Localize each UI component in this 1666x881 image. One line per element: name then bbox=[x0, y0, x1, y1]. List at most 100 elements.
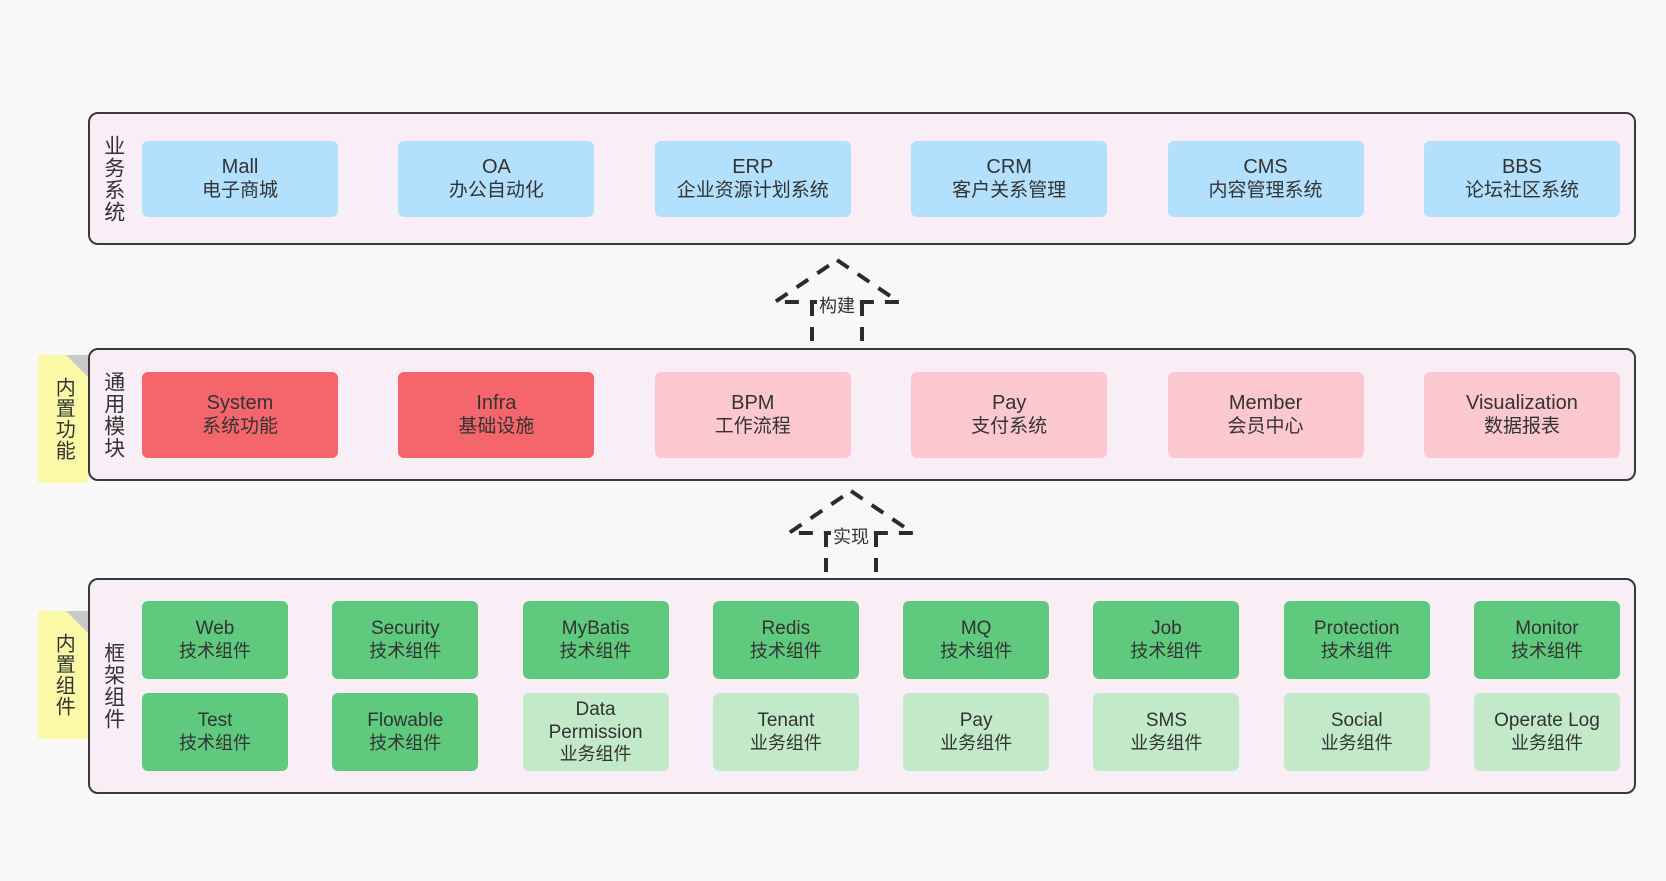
card-title-en: Job bbox=[1151, 618, 1182, 640]
card-title-en: Mall bbox=[221, 155, 259, 178]
card-tenant[interactable]: Tenant 业务组件 bbox=[712, 693, 859, 771]
card-cms[interactable]: CMS 内容管理系统 bbox=[1167, 140, 1364, 217]
card-title-en: Test bbox=[197, 710, 233, 732]
card-title-cn: 论坛社区系统 bbox=[1464, 180, 1579, 202]
card-mq[interactable]: MQ 技术组件 bbox=[903, 601, 1050, 679]
card-title-cn: 电子商城 bbox=[201, 180, 278, 202]
layer-body-framework: Web 技术组件 Security 技术组件 MyBatis 技术组件 Redi… bbox=[136, 580, 1634, 792]
layer-body-business: Mall 电子商城 OA 办公自动化 ERP 企业资源计划系统 CRM 客户关系… bbox=[136, 114, 1634, 243]
card-row-business: Mall 电子商城 OA 办公自动化 ERP 企业资源计划系统 CRM 客户关系… bbox=[142, 140, 1620, 217]
card-title-cn: 客户关系管理 bbox=[952, 180, 1067, 202]
card-title-en: BPM bbox=[731, 391, 775, 414]
card-pay[interactable]: Pay 支付系统 bbox=[911, 371, 1108, 458]
card-system[interactable]: System 系统功能 bbox=[142, 371, 338, 458]
card-title-cn: 业务组件 bbox=[940, 732, 1013, 753]
card-row-business-components: Test 技术组件 Flowable 技术组件 Data Permission … bbox=[142, 693, 1620, 771]
card-title-cn: 技术组件 bbox=[1510, 640, 1583, 661]
card-mybatis[interactable]: MyBatis 技术组件 bbox=[522, 601, 669, 679]
card-title-cn: 业务组件 bbox=[559, 744, 632, 765]
sticky-fold-icon bbox=[66, 611, 88, 633]
card-bpm[interactable]: BPM 工作流程 bbox=[654, 371, 851, 458]
card-title-cn: 支付系统 bbox=[971, 416, 1048, 438]
card-title-cn: 业务组件 bbox=[1320, 732, 1393, 753]
card-title-en: Pay bbox=[959, 710, 993, 732]
card-title-en: MyBatis bbox=[561, 618, 630, 640]
layer-label-framework: 框架组件 bbox=[101, 642, 125, 730]
sticky-note-builtin-components: 内置组件 bbox=[38, 611, 88, 739]
layer-label-business: 业务系统 bbox=[101, 134, 125, 223]
card-title-en: Social bbox=[1330, 710, 1383, 732]
card-title-cn: 业务组件 bbox=[1130, 732, 1203, 753]
card-pay-business[interactable]: Pay 业务组件 bbox=[903, 693, 1050, 771]
card-title-en: Flowable bbox=[367, 710, 444, 732]
card-job[interactable]: Job 技术组件 bbox=[1093, 601, 1240, 679]
card-title-cn: 技术组件 bbox=[369, 640, 442, 661]
card-row-modules: System 系统功能 Infra 基础设施 BPM 工作流程 Pay 支付系统… bbox=[142, 371, 1620, 458]
card-title-cn: 系统功能 bbox=[201, 416, 278, 438]
card-title-cn: 技术组件 bbox=[559, 640, 632, 661]
layer-framework-components: 框架组件 Web 技术组件 Security 技术组件 MyBatis 技术组件… bbox=[88, 578, 1636, 794]
layer-label-modules: 通用模块 bbox=[101, 370, 125, 459]
card-title-en: Security bbox=[370, 618, 440, 640]
card-flowable[interactable]: Flowable 技术组件 bbox=[332, 693, 479, 771]
sticky-fold-icon bbox=[66, 355, 88, 377]
card-title-cn: 基础设施 bbox=[458, 416, 535, 438]
layer-body-modules: System 系统功能 Infra 基础设施 BPM 工作流程 Pay 支付系统… bbox=[136, 350, 1634, 479]
card-title-en: SMS bbox=[1145, 710, 1187, 732]
card-title-cn: 工作流程 bbox=[714, 416, 791, 438]
card-member[interactable]: Member 会员中心 bbox=[1167, 371, 1364, 458]
layer-business-systems: 业务系统 Mall 电子商城 OA 办公自动化 ERP 企业资源计划系统 CRM… bbox=[88, 112, 1636, 245]
card-title-en: BBS bbox=[1501, 155, 1542, 178]
card-protection[interactable]: Protection 技术组件 bbox=[1283, 601, 1430, 679]
card-title-en: Protection bbox=[1313, 618, 1400, 640]
card-title-en: Operate Log bbox=[1494, 710, 1600, 732]
layer-common-modules: 通用模块 System 系统功能 Infra 基础设施 BPM 工作流程 Pay… bbox=[88, 348, 1636, 481]
card-title-cn: 技术组件 bbox=[940, 640, 1013, 661]
card-social[interactable]: Social 业务组件 bbox=[1283, 693, 1430, 771]
card-monitor[interactable]: Monitor 技术组件 bbox=[1473, 601, 1620, 679]
card-operate-log[interactable]: Operate Log 业务组件 bbox=[1473, 693, 1620, 771]
card-title-cn: 技术组件 bbox=[1320, 640, 1393, 661]
card-title-cn: 内容管理系统 bbox=[1208, 180, 1323, 202]
card-title-cn: 企业资源计划系统 bbox=[676, 180, 829, 202]
sticky-note-label: 内置功能 bbox=[52, 377, 75, 461]
card-title-en: Redis bbox=[761, 618, 811, 640]
card-title-en: ERP bbox=[732, 155, 774, 178]
card-security[interactable]: Security 技术组件 bbox=[332, 601, 479, 679]
card-visualization[interactable]: Visualization 数据报表 bbox=[1423, 371, 1620, 458]
card-title-en: CMS bbox=[1243, 155, 1288, 178]
card-sms[interactable]: SMS 业务组件 bbox=[1093, 693, 1240, 771]
connector-build: 构建 bbox=[762, 256, 912, 352]
sticky-note-builtin-features: 内置功能 bbox=[38, 355, 88, 483]
card-title-en: Tenant bbox=[757, 710, 815, 732]
connector-implement: 实现 bbox=[776, 487, 926, 583]
card-crm[interactable]: CRM 客户关系管理 bbox=[911, 140, 1108, 217]
card-test[interactable]: Test 技术组件 bbox=[142, 693, 288, 771]
card-title-en: Data Permission bbox=[548, 698, 643, 744]
card-title-cn: 技术组件 bbox=[179, 732, 251, 753]
sticky-note-label: 内置组件 bbox=[52, 633, 75, 717]
card-title-cn: 技术组件 bbox=[369, 732, 442, 753]
card-row-tech-components: Web 技术组件 Security 技术组件 MyBatis 技术组件 Redi… bbox=[142, 601, 1620, 679]
card-mall[interactable]: Mall 电子商城 bbox=[142, 140, 338, 217]
card-erp[interactable]: ERP 企业资源计划系统 bbox=[654, 140, 851, 217]
card-data-permission[interactable]: Data Permission 业务组件 bbox=[522, 693, 669, 771]
card-redis[interactable]: Redis 技术组件 bbox=[712, 601, 859, 679]
card-title-en: MQ bbox=[960, 618, 992, 640]
card-title-en: Infra bbox=[476, 391, 517, 414]
card-title-cn: 会员中心 bbox=[1227, 416, 1304, 438]
card-title-en: Web bbox=[195, 618, 235, 640]
card-bbs[interactable]: BBS 论坛社区系统 bbox=[1423, 140, 1620, 217]
card-title-cn: 技术组件 bbox=[1130, 640, 1203, 661]
card-title-cn: 技术组件 bbox=[179, 640, 251, 661]
card-title-en: Pay bbox=[991, 391, 1027, 414]
card-infra[interactable]: Infra 基础设施 bbox=[398, 371, 595, 458]
card-web[interactable]: Web 技术组件 bbox=[142, 601, 288, 679]
card-title-cn: 数据报表 bbox=[1483, 416, 1560, 438]
card-title-en: Visualization bbox=[1465, 391, 1578, 414]
card-title-en: System bbox=[206, 391, 274, 414]
connector-label-implement: 实现 bbox=[831, 523, 871, 549]
card-title-en: Monitor bbox=[1515, 618, 1579, 640]
connector-shaft bbox=[810, 302, 864, 352]
card-oa[interactable]: OA 办公自动化 bbox=[398, 140, 595, 217]
